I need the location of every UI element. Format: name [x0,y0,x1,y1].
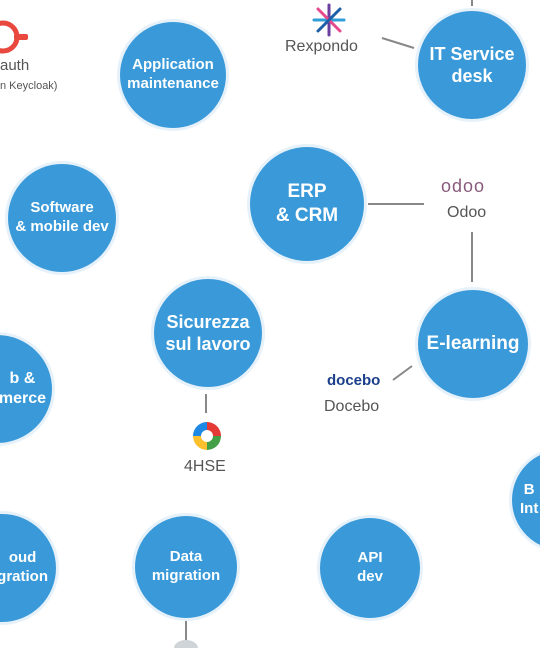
node-label: oud gration [0,549,48,585]
4hse-logo-icon [193,422,221,450]
docebo-logo-mark: docebo [327,372,381,389]
node-data-migration[interactable]: Data migration [135,516,237,618]
node-label: Sicurezza sul lavoro [165,311,251,355]
node-label: B Int [520,481,539,517]
node-label: E-learning [426,333,520,355]
node-label: Software & mobile dev [15,199,109,235]
connector-rexpondo-servicedesk [381,37,415,49]
node-erp-crm[interactable]: ERP & CRM [250,147,364,261]
node-it-service-desk[interactable]: IT Service desk [418,11,526,119]
4hse-label: 4HSE [184,458,226,475]
keycloak-label: auth [0,57,30,74]
node-label: b & merce [0,370,46,407]
node-label: Application maintenance [127,56,219,92]
node-label: ERP & CRM [275,181,339,226]
node-label: IT Service desk [429,43,515,87]
odoo-logo-mark: odoo [441,176,486,196]
node-e-learning[interactable]: E-learning [418,290,528,398]
keycloak-sublabel: n Keycloak) [0,80,58,92]
node-software-mobile-dev[interactable]: Software & mobile dev [8,164,116,272]
rexpondo-label: Rexpondo [285,38,358,55]
node-api-dev[interactable]: API dev [320,518,420,618]
connector-docebo-elearning [392,365,413,381]
node-label: API dev [357,549,383,585]
node-sicurezza-sul-lavoro[interactable]: Sicurezza sul lavoro [154,279,262,387]
odoo-label: Odoo [447,204,487,221]
cropped-logo-icon [174,640,198,648]
rexpondo-star-icon [312,3,346,37]
keycloak-logo-icon [0,20,28,54]
node-label: Data migration [151,548,221,584]
docebo-label: Docebo [324,398,380,415]
node-application-maintenance[interactable]: Application maintenance [120,22,226,128]
